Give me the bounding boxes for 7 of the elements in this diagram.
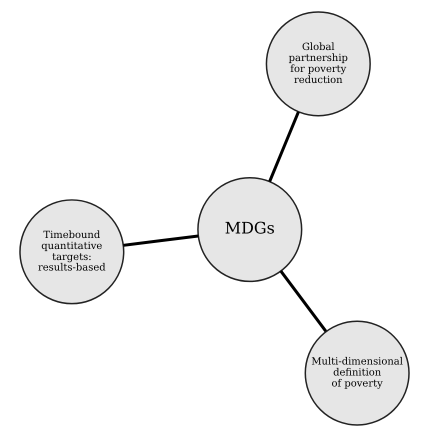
connector	[268, 111, 300, 182]
node-circle: Multi-dimensional definition of poverty	[304, 320, 410, 426]
node-circle: Timebound quantitative targets: results-based	[19, 199, 124, 304]
connector	[123, 234, 198, 247]
node-circle: MDGs	[197, 176, 302, 282]
node-circle: Global partnership for poverty reduction	[266, 11, 371, 116]
connector	[280, 270, 327, 332]
